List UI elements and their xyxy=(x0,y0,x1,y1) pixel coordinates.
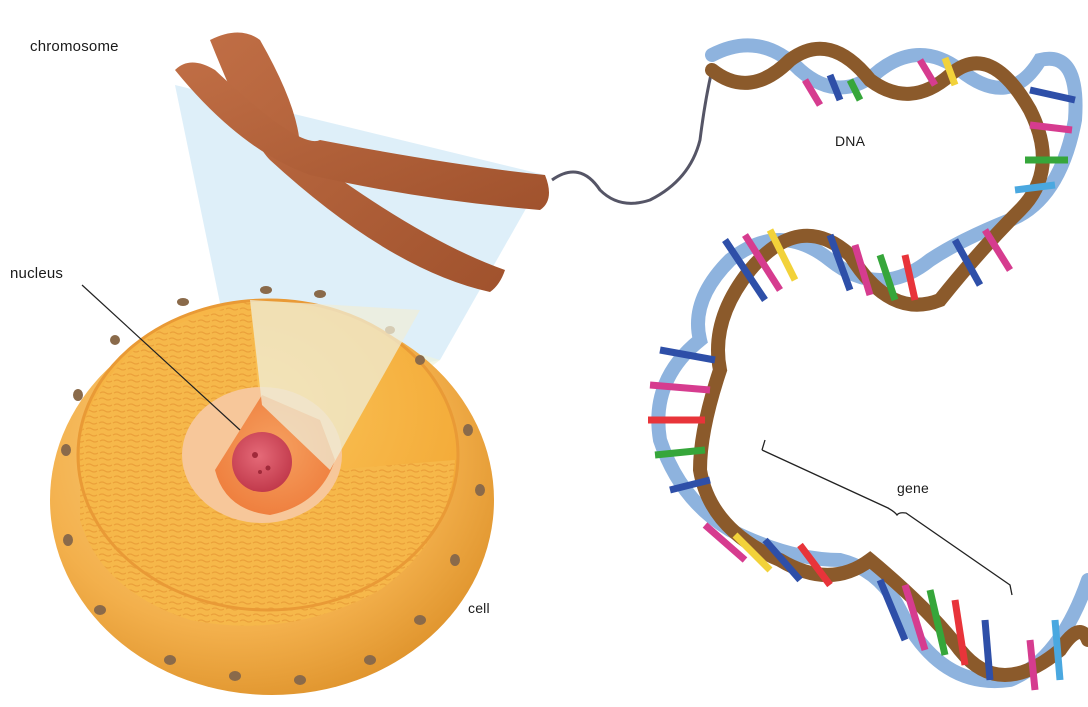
pore xyxy=(260,286,272,294)
pore xyxy=(164,655,176,665)
nucleus-label: nucleus xyxy=(10,265,63,282)
pore xyxy=(294,675,306,685)
cell-label: cell xyxy=(468,600,490,616)
pore xyxy=(63,534,73,546)
pore xyxy=(463,424,473,436)
dna-helix xyxy=(648,45,1088,690)
pore xyxy=(177,298,189,306)
pore xyxy=(450,554,460,566)
base-pair xyxy=(1055,620,1060,680)
nucleolus-spot xyxy=(266,466,271,471)
pore xyxy=(475,484,485,496)
pore xyxy=(73,389,83,401)
base-pair xyxy=(1015,185,1055,190)
base-pair xyxy=(660,350,715,360)
base-pair xyxy=(650,385,710,390)
pore xyxy=(414,615,426,625)
nucleolus-spot xyxy=(252,452,258,458)
pore xyxy=(229,671,241,681)
dna-backbone-brown xyxy=(700,49,1088,675)
chromosome-label: chromosome xyxy=(30,38,119,55)
base-pair xyxy=(1030,640,1035,690)
base-pair xyxy=(830,75,840,100)
dna-strand-thin xyxy=(552,70,712,203)
base-pair xyxy=(1030,125,1072,130)
pore xyxy=(314,290,326,298)
pore xyxy=(94,605,106,615)
dna-label: DNA xyxy=(835,133,865,149)
nucleolus xyxy=(232,432,292,492)
gene-label: gene xyxy=(897,480,929,496)
pore xyxy=(364,655,376,665)
base-pair xyxy=(985,620,990,680)
pore xyxy=(415,355,425,365)
pore xyxy=(61,444,71,456)
base-pair xyxy=(655,450,705,455)
nucleolus-spot xyxy=(258,470,262,474)
pore xyxy=(110,335,120,345)
base-pair xyxy=(905,255,915,300)
